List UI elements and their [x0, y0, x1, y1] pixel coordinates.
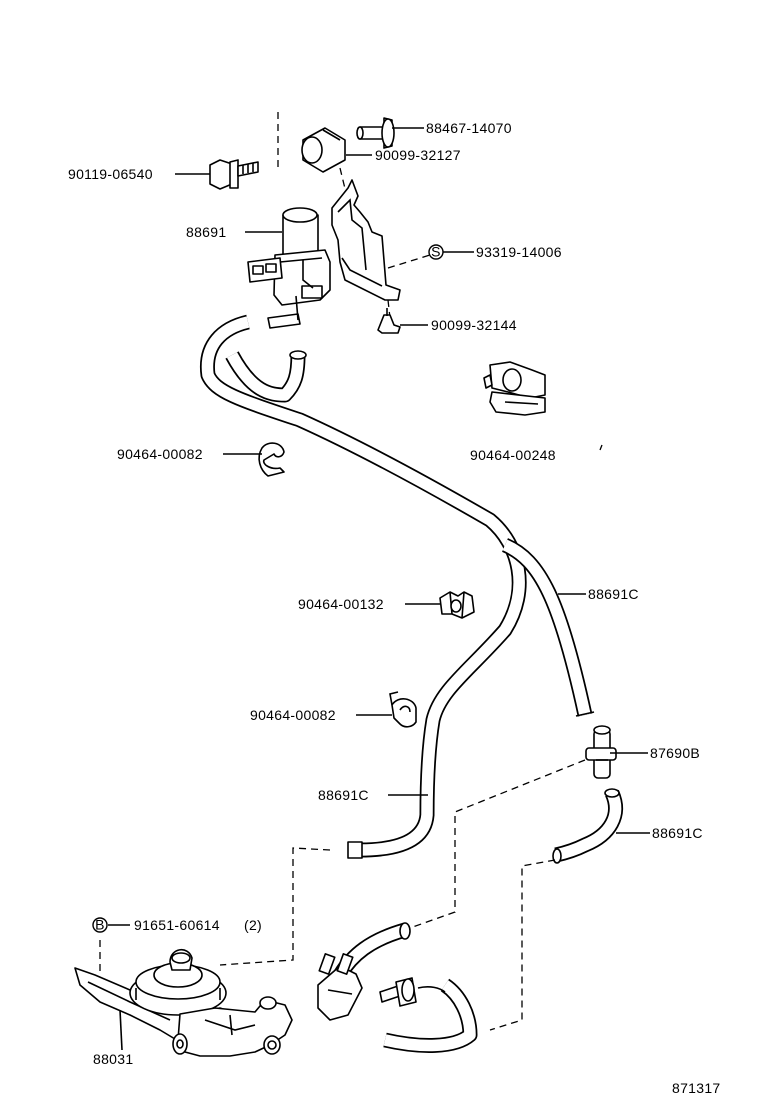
leader-lines — [108, 127, 650, 1051]
lower-solenoid — [317, 953, 363, 1021]
bottom-pipe — [383, 978, 478, 1053]
label-88691C-branch: 88691C — [588, 586, 639, 602]
label-88467-14070: 88467-14070 — [426, 120, 512, 136]
label-90119-06540: 90119-06540 — [68, 166, 153, 182]
main-vacuum-hose — [199, 314, 527, 859]
label-91651-60614: 91651-60614 — [134, 917, 220, 933]
label-90464-00082-lower: 90464-00082 — [250, 707, 336, 723]
label-88691C-short: 88691C — [652, 825, 703, 841]
egr-hose-stub — [333, 922, 411, 980]
pin-88467-14070 — [356, 117, 395, 149]
grommet-90099-32127 — [301, 127, 346, 173]
label-90464-00132: 90464-00132 — [298, 596, 384, 612]
label-90464-00248: 90464-00248 — [470, 447, 556, 463]
clamp-90464-00248 — [483, 361, 546, 416]
label-88691: 88691 — [186, 224, 226, 240]
t-joint-87690B — [585, 725, 617, 779]
marker-s: S — [428, 244, 444, 260]
label-88031: 88031 — [93, 1051, 133, 1067]
clip-90099-32144 — [377, 308, 401, 334]
egr-modulator-88031 — [74, 949, 293, 1057]
marker-s-text: S — [431, 244, 441, 260]
short-hose-upper — [225, 350, 307, 403]
clip-90464-00082-lower — [389, 691, 417, 728]
marker-b: B — [92, 917, 108, 933]
diagram-code: 871317 — [672, 1080, 721, 1096]
label-90464-00082-upper: 90464-00082 — [117, 446, 203, 462]
label-88691C-main: 88691C — [318, 787, 369, 803]
label-90099-32144: 90099-32144 — [431, 317, 517, 333]
mounting-bracket — [331, 179, 401, 301]
lower-fitting — [379, 977, 446, 1007]
short-hose-lower — [552, 788, 623, 864]
label-93319-14006: 93319-14006 — [476, 244, 562, 260]
vsv-88691 — [247, 207, 331, 329]
clamp-90464-00132 — [439, 591, 475, 619]
marker-b-text: B — [95, 917, 105, 933]
bolt-90119-06540 — [209, 159, 259, 190]
label-90099-32127: 90099-32127 — [375, 147, 461, 163]
branch-hose — [501, 538, 595, 717]
label-91651-60614-qty: (2) — [244, 917, 262, 933]
clip-90464-00082-upper — [258, 442, 285, 477]
label-87690B: 87690B — [650, 745, 700, 761]
